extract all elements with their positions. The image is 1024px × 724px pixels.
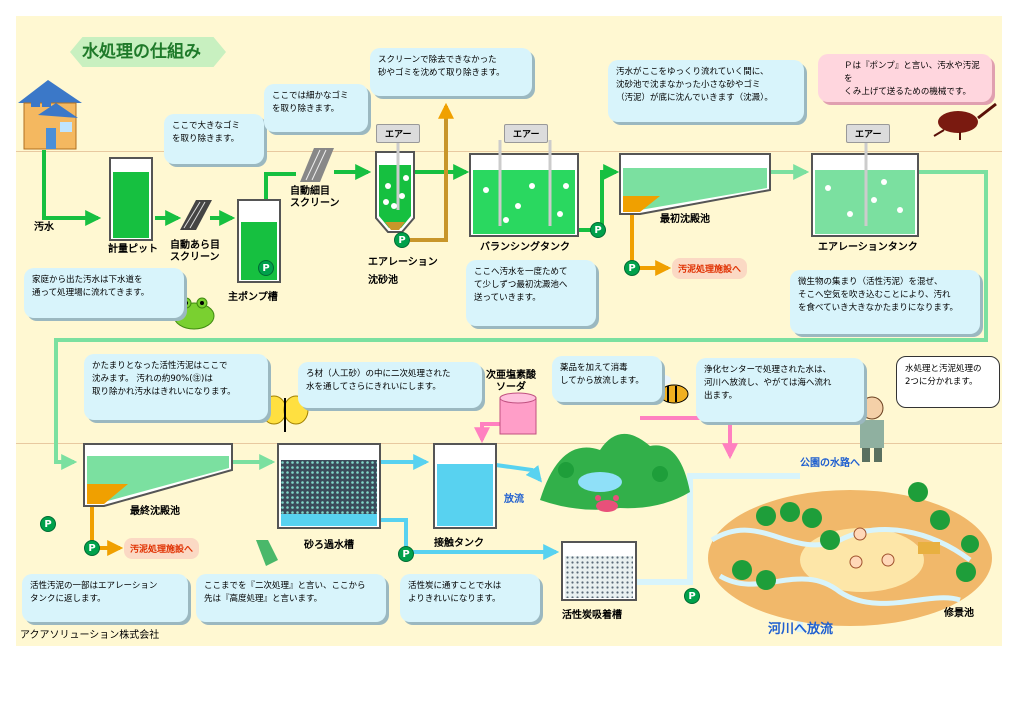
sludge-facility-link-final: 汚泥処理施設へ bbox=[124, 538, 200, 559]
pipe-aeration-to-final bbox=[54, 170, 988, 470]
pipe-grit-removal bbox=[410, 102, 454, 242]
pump-icon-final-sludge: P bbox=[84, 540, 100, 556]
hand-pointer-icon bbox=[256, 540, 278, 566]
worker-icon bbox=[860, 396, 884, 462]
label-hypochlorite: 次亜塩素酸 ソーダ bbox=[486, 370, 536, 393]
label-auto-screen: 自動あら目 スクリーン bbox=[170, 240, 220, 263]
pump-icon-balancing: P bbox=[590, 222, 606, 238]
crab-icon bbox=[595, 495, 619, 512]
aeration-grit-chamber bbox=[375, 140, 415, 233]
bubble-split: 水処理と汚泥処理の 2つに分かれます。 bbox=[896, 356, 1000, 408]
bubble-disinfect: 薬品を加えて消毒 してから放流します。 bbox=[552, 356, 662, 402]
label-final-settling: 最終沈殿池 bbox=[130, 506, 180, 517]
label-sewage: 汚水 bbox=[34, 222, 54, 233]
house-icon bbox=[18, 80, 82, 150]
sludge-facility-link-primary: 汚泥処理施設へ bbox=[672, 258, 748, 279]
hill-landscape bbox=[540, 433, 690, 510]
primary-settling-tank bbox=[619, 153, 771, 215]
label-metering-pit: 計量ピット bbox=[108, 244, 158, 255]
aeration-tank bbox=[811, 140, 919, 237]
pump-icon-return: P bbox=[40, 516, 56, 532]
bubble-fine-screen: ここでは細かなゴミ を取り除きます。 bbox=[264, 84, 368, 132]
label-contact-tank: 接触タンク bbox=[434, 538, 484, 549]
bubble-return-sludge: 活性汚泥の一部はエアレーション タンクに返します。 bbox=[22, 574, 188, 622]
bubble-primary: 汚水がここをゆっくり流れていく間に、 沈砂池で沈まなかった小さな砂やゴミ （汚泥… bbox=[608, 60, 804, 122]
label-balancing-tank: バランシングタンク bbox=[480, 242, 570, 253]
contact-tank bbox=[433, 443, 497, 529]
bubble-treatment-center: 浄化センターで処理された水は、 河川へ放流し、やがては海へ流れ 出ます。 bbox=[696, 358, 864, 422]
metering-pit-tank bbox=[109, 157, 153, 241]
bubble-balancing: ここへ汚水を一度ためて て少しずつ最初沈澱池へ 送っていきます。 bbox=[466, 260, 596, 326]
label-park-waterway: 公園の水路へ bbox=[800, 458, 860, 469]
beetle-icon bbox=[933, 102, 997, 140]
air-label-grit: エアー bbox=[376, 124, 421, 143]
auto-coarse-screen bbox=[180, 200, 212, 230]
pump-icon-pond: P bbox=[684, 588, 700, 604]
bubble-activated-sludge: 微生物の集まり（活性汚泥）を混ぜ、 そこへ空気を吹き込むことにより、汚れ を食べ… bbox=[790, 270, 980, 334]
bubble-carbon: 活性炭に通すことで水は よりきれいになります。 bbox=[400, 574, 540, 622]
hypochlorite-tank bbox=[499, 392, 537, 435]
label-discharge: 放流 bbox=[504, 494, 524, 505]
tree-icon bbox=[558, 462, 979, 590]
air-label-balancing: エアー bbox=[504, 124, 549, 143]
pump-icon-carbon: P bbox=[398, 546, 414, 562]
carbon-adsorption-tank bbox=[561, 541, 637, 601]
label-primary-settling: 最初沈殿池 bbox=[660, 214, 710, 225]
pump-icon-grit: P bbox=[394, 232, 410, 248]
bubble-sand-filter: ろ材（人工砂）の中に二次処理された 水を通してさらにきれいにします。 bbox=[298, 362, 482, 408]
sand-filter-tank bbox=[277, 443, 381, 529]
pump-icon-main: P bbox=[258, 260, 274, 276]
bubble-secondary-treatment: ここまでを『二次処理』と言い、ここから 先は『高度処理』と言います。 bbox=[196, 574, 386, 622]
bubble-pump: Ｐは『ポンプ』と言い、汚水や汚泥を くみ上げて送るための機械です。 bbox=[818, 54, 992, 102]
ground-line-upper bbox=[16, 151, 1002, 152]
label-aeration-tank: エアレーションタンク bbox=[818, 242, 918, 253]
pipe-sewage-inflow bbox=[42, 150, 102, 226]
bubble-coarse-screen: ここで大きなゴミ を取り除きます。 bbox=[164, 114, 264, 164]
pipe-carbon-to-pond bbox=[636, 473, 800, 585]
label-aeration-grit: エアレーション 沈砂池 bbox=[368, 257, 438, 286]
label-fine-screen: 自動細目 スクリーン bbox=[290, 186, 340, 209]
ground-line-lower bbox=[16, 443, 1002, 444]
pump-icon-primary-sludge: P bbox=[624, 260, 640, 276]
air-label-aeration: エアー bbox=[846, 124, 891, 143]
label-river-discharge: 河川へ放流 bbox=[768, 622, 834, 637]
children-icon bbox=[849, 527, 940, 569]
park-pond bbox=[708, 490, 992, 626]
pipe-contact-discharge bbox=[495, 463, 542, 483]
label-pond: 修景池 bbox=[944, 608, 974, 619]
balancing-tank bbox=[469, 140, 579, 237]
page-title: 水処理の仕組み bbox=[82, 42, 201, 62]
fine-screen bbox=[300, 148, 334, 182]
final-settling-tank bbox=[83, 443, 233, 507]
label-main-pump: 主ポンプ槽 bbox=[228, 292, 278, 303]
bubble-home: 家庭から出た汚水は下水道を 通って処理場に流れてきます。 bbox=[24, 268, 184, 318]
title-banner bbox=[70, 37, 226, 67]
company-name: アクアソリューション株式会社 bbox=[20, 630, 160, 641]
label-sand-filter: 砂ろ過水槽 bbox=[304, 540, 354, 551]
label-carbon-tank: 活性炭吸着槽 bbox=[562, 610, 622, 621]
bubble-final-settling: かたまりとなった活性汚泥はここで 沈みます。 汚れの約90%(㊟)は 取り除かれ… bbox=[84, 354, 268, 420]
bubble-grit: スクリーンで除去できなかった 砂やゴミを沈めて取り除きます。 bbox=[370, 48, 532, 96]
